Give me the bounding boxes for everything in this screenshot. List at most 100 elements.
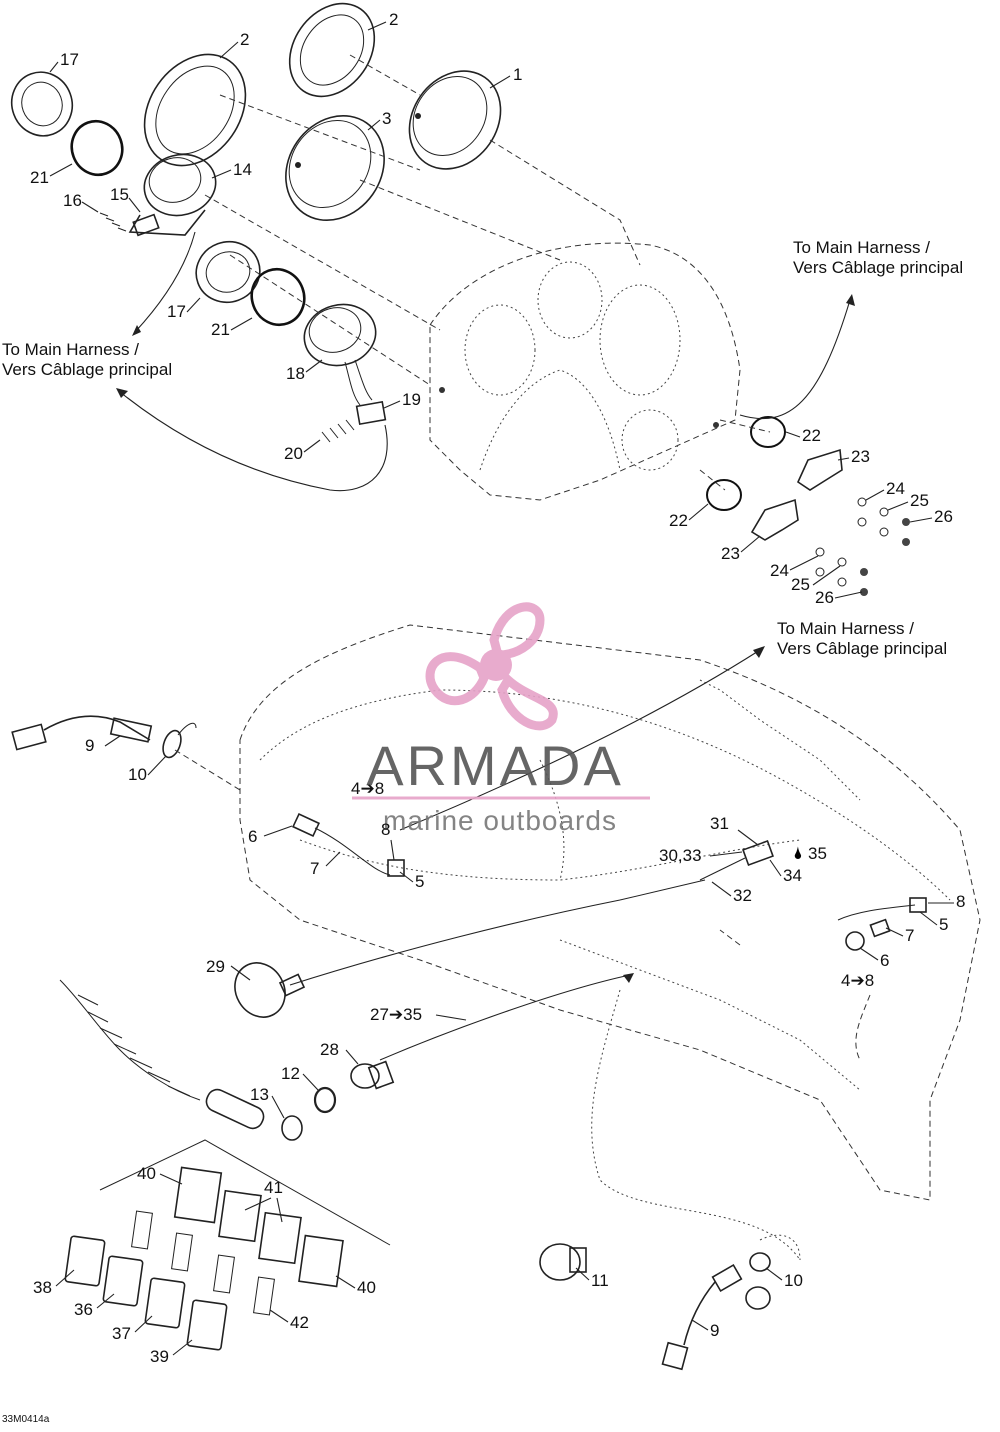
callout-leaders: [49, 21, 954, 1356]
harness-note-line1: To Main Harness /: [2, 340, 139, 359]
callout-label: 16: [63, 191, 82, 210]
switch-39: [186, 1299, 228, 1351]
callout-label: 10: [784, 1271, 803, 1290]
connector-31-34: [619, 840, 774, 901]
callout-label: 8: [381, 820, 390, 839]
switch-36: [102, 1255, 144, 1307]
sensor-6-7-right: [837, 897, 927, 951]
console-group: [11, 624, 981, 1371]
watermark-brand: ARMADA: [366, 734, 624, 797]
callout-label: 15: [110, 185, 129, 204]
o-ring-22-upper: [750, 416, 786, 448]
callout-label: 40: [137, 1164, 156, 1183]
callout-label: 1: [513, 65, 522, 84]
gauge-1: [408, 70, 502, 170]
callout-label: 5: [939, 915, 948, 934]
watermark-logo: ARMADA marine outboards: [352, 602, 650, 836]
callout-label: 23: [721, 544, 740, 563]
callout-label: 22: [802, 426, 821, 445]
callout-label: 27➔35: [370, 1005, 422, 1024]
watermark-tagline: marine outboards: [383, 805, 617, 836]
callout-label: 29: [206, 957, 225, 976]
callout-label: 4➔8: [351, 779, 384, 798]
callout-label: 3: [382, 109, 391, 128]
callout-label: 9: [85, 736, 94, 755]
callout-label: 17: [167, 302, 186, 321]
callout-label: 34: [783, 866, 802, 885]
frame-40-top: [173, 1166, 223, 1224]
nut-12: [313, 1086, 337, 1114]
lubricant-drop-icon: 🌢: [793, 844, 803, 863]
figure-code: 33M0414a: [2, 1414, 50, 1425]
callout-label: 18: [286, 364, 305, 383]
bezel-17-lower: [195, 240, 261, 304]
callout-labels: 1 2 2 3 17 21 14 15 16 17 21 18 19 20 22…: [30, 10, 965, 1366]
harness-note-line1: To Main Harness /: [793, 238, 930, 257]
callout-label: 41: [264, 1178, 283, 1197]
harness-note-line2: Vers Câblage principal: [777, 639, 947, 658]
seal-42-d: [253, 1276, 275, 1316]
callout-label: 32: [733, 886, 752, 905]
small-gauge-18: [303, 303, 377, 406]
harness-note-upper-left: To Main Harness / Vers Câblage principal: [2, 340, 172, 379]
callout-label: 42: [290, 1313, 309, 1332]
callout-label: 25: [910, 491, 929, 510]
switch-37: [144, 1277, 186, 1329]
callout-label: 5: [415, 872, 424, 891]
cap-10-upper: [162, 722, 197, 759]
callout-label: 10: [128, 765, 147, 784]
console-body: [239, 624, 981, 1261]
callout-label: 39: [150, 1347, 169, 1366]
callout-label: 17: [60, 50, 79, 69]
callout-label: 38: [33, 1278, 52, 1297]
callout-label: 37: [112, 1324, 131, 1343]
frame-40-bottom: [298, 1234, 344, 1288]
bracket-23-upper: [796, 448, 843, 491]
bezel-17-top: [10, 71, 74, 137]
plug-11: [539, 1243, 587, 1281]
callout-label: 13: [250, 1085, 269, 1104]
harness-note-upper-right: To Main Harness / Vers Câblage principal: [793, 238, 963, 277]
callout-label: 28: [320, 1040, 339, 1059]
callout-label: 7: [310, 859, 319, 878]
callout-label: 8: [956, 892, 965, 911]
harness-note-line2: Vers Câblage principal: [2, 360, 172, 379]
o-ring-21-top: [70, 119, 124, 177]
cap-10-lower: [745, 1252, 771, 1310]
callout-label: 6: [880, 951, 889, 970]
callout-label: 20: [284, 444, 303, 463]
bracket-23-lower: [750, 498, 799, 541]
callout-label: 30,33: [659, 846, 702, 865]
o-ring-22-lower: [706, 479, 742, 511]
seal-42-c: [213, 1254, 235, 1294]
o-ring-21-lower: [250, 267, 306, 327]
pins-20: [321, 419, 355, 443]
gauge-3: [285, 114, 385, 222]
harness-note-middle-right: To Main Harness / Vers Câblage principal: [777, 619, 947, 658]
pins-16: [99, 212, 127, 232]
callout-label: 19: [402, 390, 421, 409]
cable-9-lower: [661, 1263, 743, 1371]
cluster-housing: [429, 242, 741, 501]
seal-42-b: [171, 1232, 193, 1272]
harness-note-line1: To Main Harness /: [777, 619, 914, 638]
callout-label: 35: [808, 844, 827, 863]
callout-label: 26: [815, 588, 834, 607]
switch-bank: [64, 1139, 391, 1351]
connector-19: [355, 400, 387, 426]
frame-41-a: [218, 1189, 262, 1243]
callout-label: 2: [389, 10, 398, 29]
callout-label: 6: [248, 827, 257, 846]
switch-29: [234, 962, 306, 1018]
callout-label: 22: [669, 511, 688, 530]
hardware-24-25-26: [815, 497, 910, 596]
callout-label: 4➔8: [841, 971, 874, 990]
gauge-cluster-group: [10, 2, 910, 596]
callout-label: 26: [934, 507, 953, 526]
callout-label: 14: [233, 160, 252, 179]
seal-42-a: [131, 1210, 153, 1250]
callout-label: 40: [357, 1278, 376, 1297]
bezel-2-right: [288, 2, 376, 98]
